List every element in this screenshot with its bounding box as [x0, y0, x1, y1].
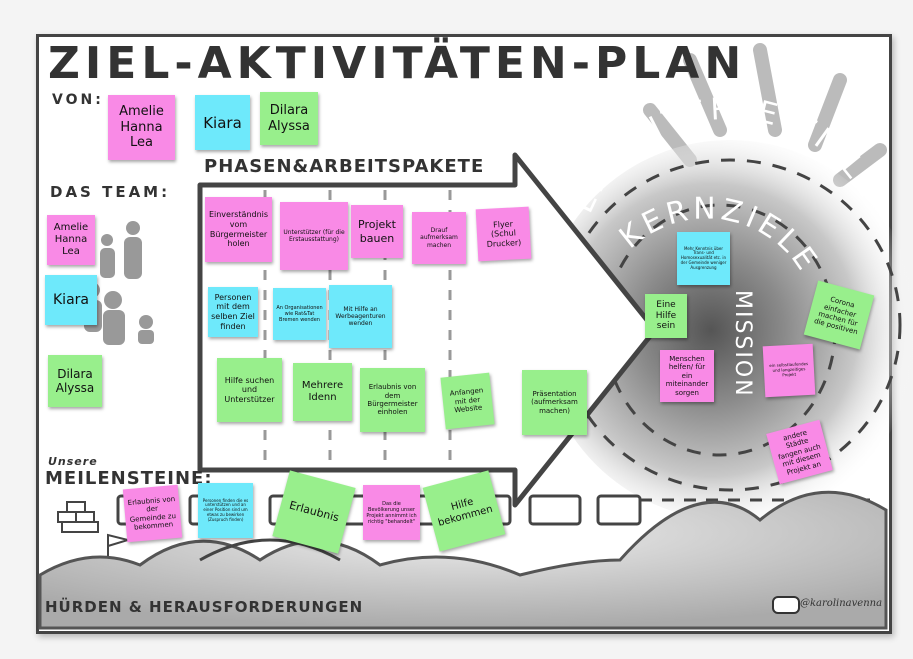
goal-note-cyan[interactable]: Mehr Kenntnis über Trans- und Homosexual… — [677, 232, 730, 285]
note-text: Drauf aufmerksam machen — [420, 227, 458, 249]
team-note-green[interactable]: Dilara Alyssa — [48, 355, 102, 407]
note-text: Hilfe bekommen — [436, 496, 494, 529]
note-text: Mit Hilfe an Werbeagenturen wenden — [335, 305, 386, 328]
note-text: Einverständnis vom Bürgermeister holen — [208, 210, 269, 249]
note-text: Erlaubnis von dem Bürgermeister einholen — [367, 383, 418, 417]
work-package-note-pink[interactable]: Einverständnis vom Bürgermeister holen — [205, 197, 272, 262]
note-text: An Organisationen wie Rat&Tat Bremen wen… — [276, 305, 323, 323]
team-label: DAS TEAM: — [50, 183, 171, 201]
note-text: Amelie Hanna Lea — [53, 222, 89, 257]
note-text: ein selbstlaufendes und langzeitiges Pro… — [769, 361, 809, 378]
note-text: Erlaubnis — [287, 499, 341, 525]
page-title: ZIEL-AKTIVITÄTEN-PLAN — [48, 38, 747, 89]
note-text: Hilfe suchen und Unterstützer — [224, 375, 275, 404]
work-package-note-pink[interactable]: Projekt bauen — [351, 205, 403, 258]
note-text: Menschen helfen/ für ein miteinander sor… — [665, 355, 709, 397]
work-package-note-pink[interactable]: Flyer (Schul Drucker) — [475, 206, 532, 262]
note-text: Personen finden die es unterstützen und … — [202, 497, 249, 522]
goal-note-green[interactable]: Eine Hilfe sein — [645, 294, 687, 338]
milestone-note-cyan[interactable]: Personen finden die es unterstützen und … — [198, 483, 253, 538]
note-text: Corona einfacher machen für die positive… — [813, 295, 859, 337]
work-package-note-green[interactable]: Mehrere Idenn — [293, 363, 352, 421]
note-text: Präsentation (aufmerksam machen) — [531, 389, 578, 415]
note-text: Mehr Kenntnis über Trans- und Homosexual… — [680, 245, 727, 270]
hurdles-label: HÜRDEN & HERAUSFORDERUNGEN — [45, 598, 364, 616]
milestone-note-pink[interactable]: Das die Bevölkerung unser Projekt annimm… — [363, 485, 420, 540]
note-text: Mehrere Idenn — [301, 380, 344, 403]
milestones-label: MEILENSTEINE: — [45, 468, 213, 489]
von-label: VON: — [52, 92, 104, 108]
note-text: Kiara — [53, 291, 89, 308]
goal-note-pink[interactable]: Menschen helfen/ für ein miteinander sor… — [660, 350, 714, 402]
author-note-cyan[interactable]: Kiara — [195, 95, 250, 150]
note-text: andere Städte fangen auch mit diesem Pro… — [777, 428, 822, 477]
work-package-note-green[interactable]: Hilfe suchen und Unterstützer — [217, 358, 282, 422]
note-text: Unterstützer (für die Erstausstattung) — [283, 228, 345, 243]
label-mission: MISSION — [730, 290, 755, 398]
note-text: Eine Hilfe sein — [655, 299, 677, 332]
work-package-note-pink[interactable]: Unterstützer (für die Erstausstattung) — [280, 202, 348, 270]
work-package-note-cyan[interactable]: An Organisationen wie Rat&Tat Bremen wen… — [273, 288, 326, 340]
note-text: Flyer (Schul Drucker) — [486, 219, 522, 249]
note-text: Personen mit dem selben Ziel finden — [211, 292, 255, 331]
work-package-note-pink[interactable]: Drauf aufmerksam machen — [412, 212, 466, 264]
work-package-note-cyan[interactable]: Mit Hilfe an Werbeagenturen wenden — [329, 285, 392, 348]
note-text: Dilara Alyssa — [55, 366, 95, 395]
work-package-note-green[interactable]: Präsentation (aufmerksam machen) — [522, 370, 587, 435]
team-note-cyan[interactable]: Kiara — [45, 275, 97, 325]
phases-label: PHASEN&ARBEITSPAKETE — [204, 156, 485, 177]
signature: @karolinavenna — [800, 598, 883, 609]
note-text: Dilara Alyssa — [268, 102, 310, 134]
note-text: Projekt bauen — [358, 218, 396, 245]
work-package-note-cyan[interactable]: Personen mit dem selben Ziel finden — [208, 287, 258, 337]
note-text: Erlaubnis von der Gemeinde zu bekommen — [127, 494, 177, 532]
milestones-prefix: Unsere — [48, 455, 98, 468]
note-text: Anfangen mit der Website — [449, 386, 484, 415]
author-note-green[interactable]: Dilara Alyssa — [260, 92, 318, 145]
goal-note-pink[interactable]: ein selbstlaufendes und langzeitiges Pro… — [762, 343, 816, 398]
note-text: Kiara — [203, 113, 242, 132]
sun-rays — [643, 43, 887, 187]
work-package-note-green[interactable]: Anfangen mit der Website — [440, 372, 495, 430]
note-text: Amelie Hanna Lea — [119, 104, 164, 151]
work-package-note-green[interactable]: Erlaubnis von dem Bürgermeister einholen — [360, 368, 425, 432]
team-note-pink[interactable]: Amelie Hanna Lea — [47, 215, 95, 265]
hurdles-mountains — [38, 490, 888, 630]
milestone-note-pink[interactable]: Erlaubnis von der Gemeinde zu bekommen — [122, 484, 183, 543]
note-text: Das die Bevölkerung unser Projekt annimm… — [366, 500, 417, 525]
author-note-pink[interactable]: Amelie Hanna Lea — [108, 95, 175, 160]
flag-icon — [107, 533, 132, 560]
fist-pen-icon — [772, 596, 800, 614]
bricks-icon — [57, 501, 99, 533]
